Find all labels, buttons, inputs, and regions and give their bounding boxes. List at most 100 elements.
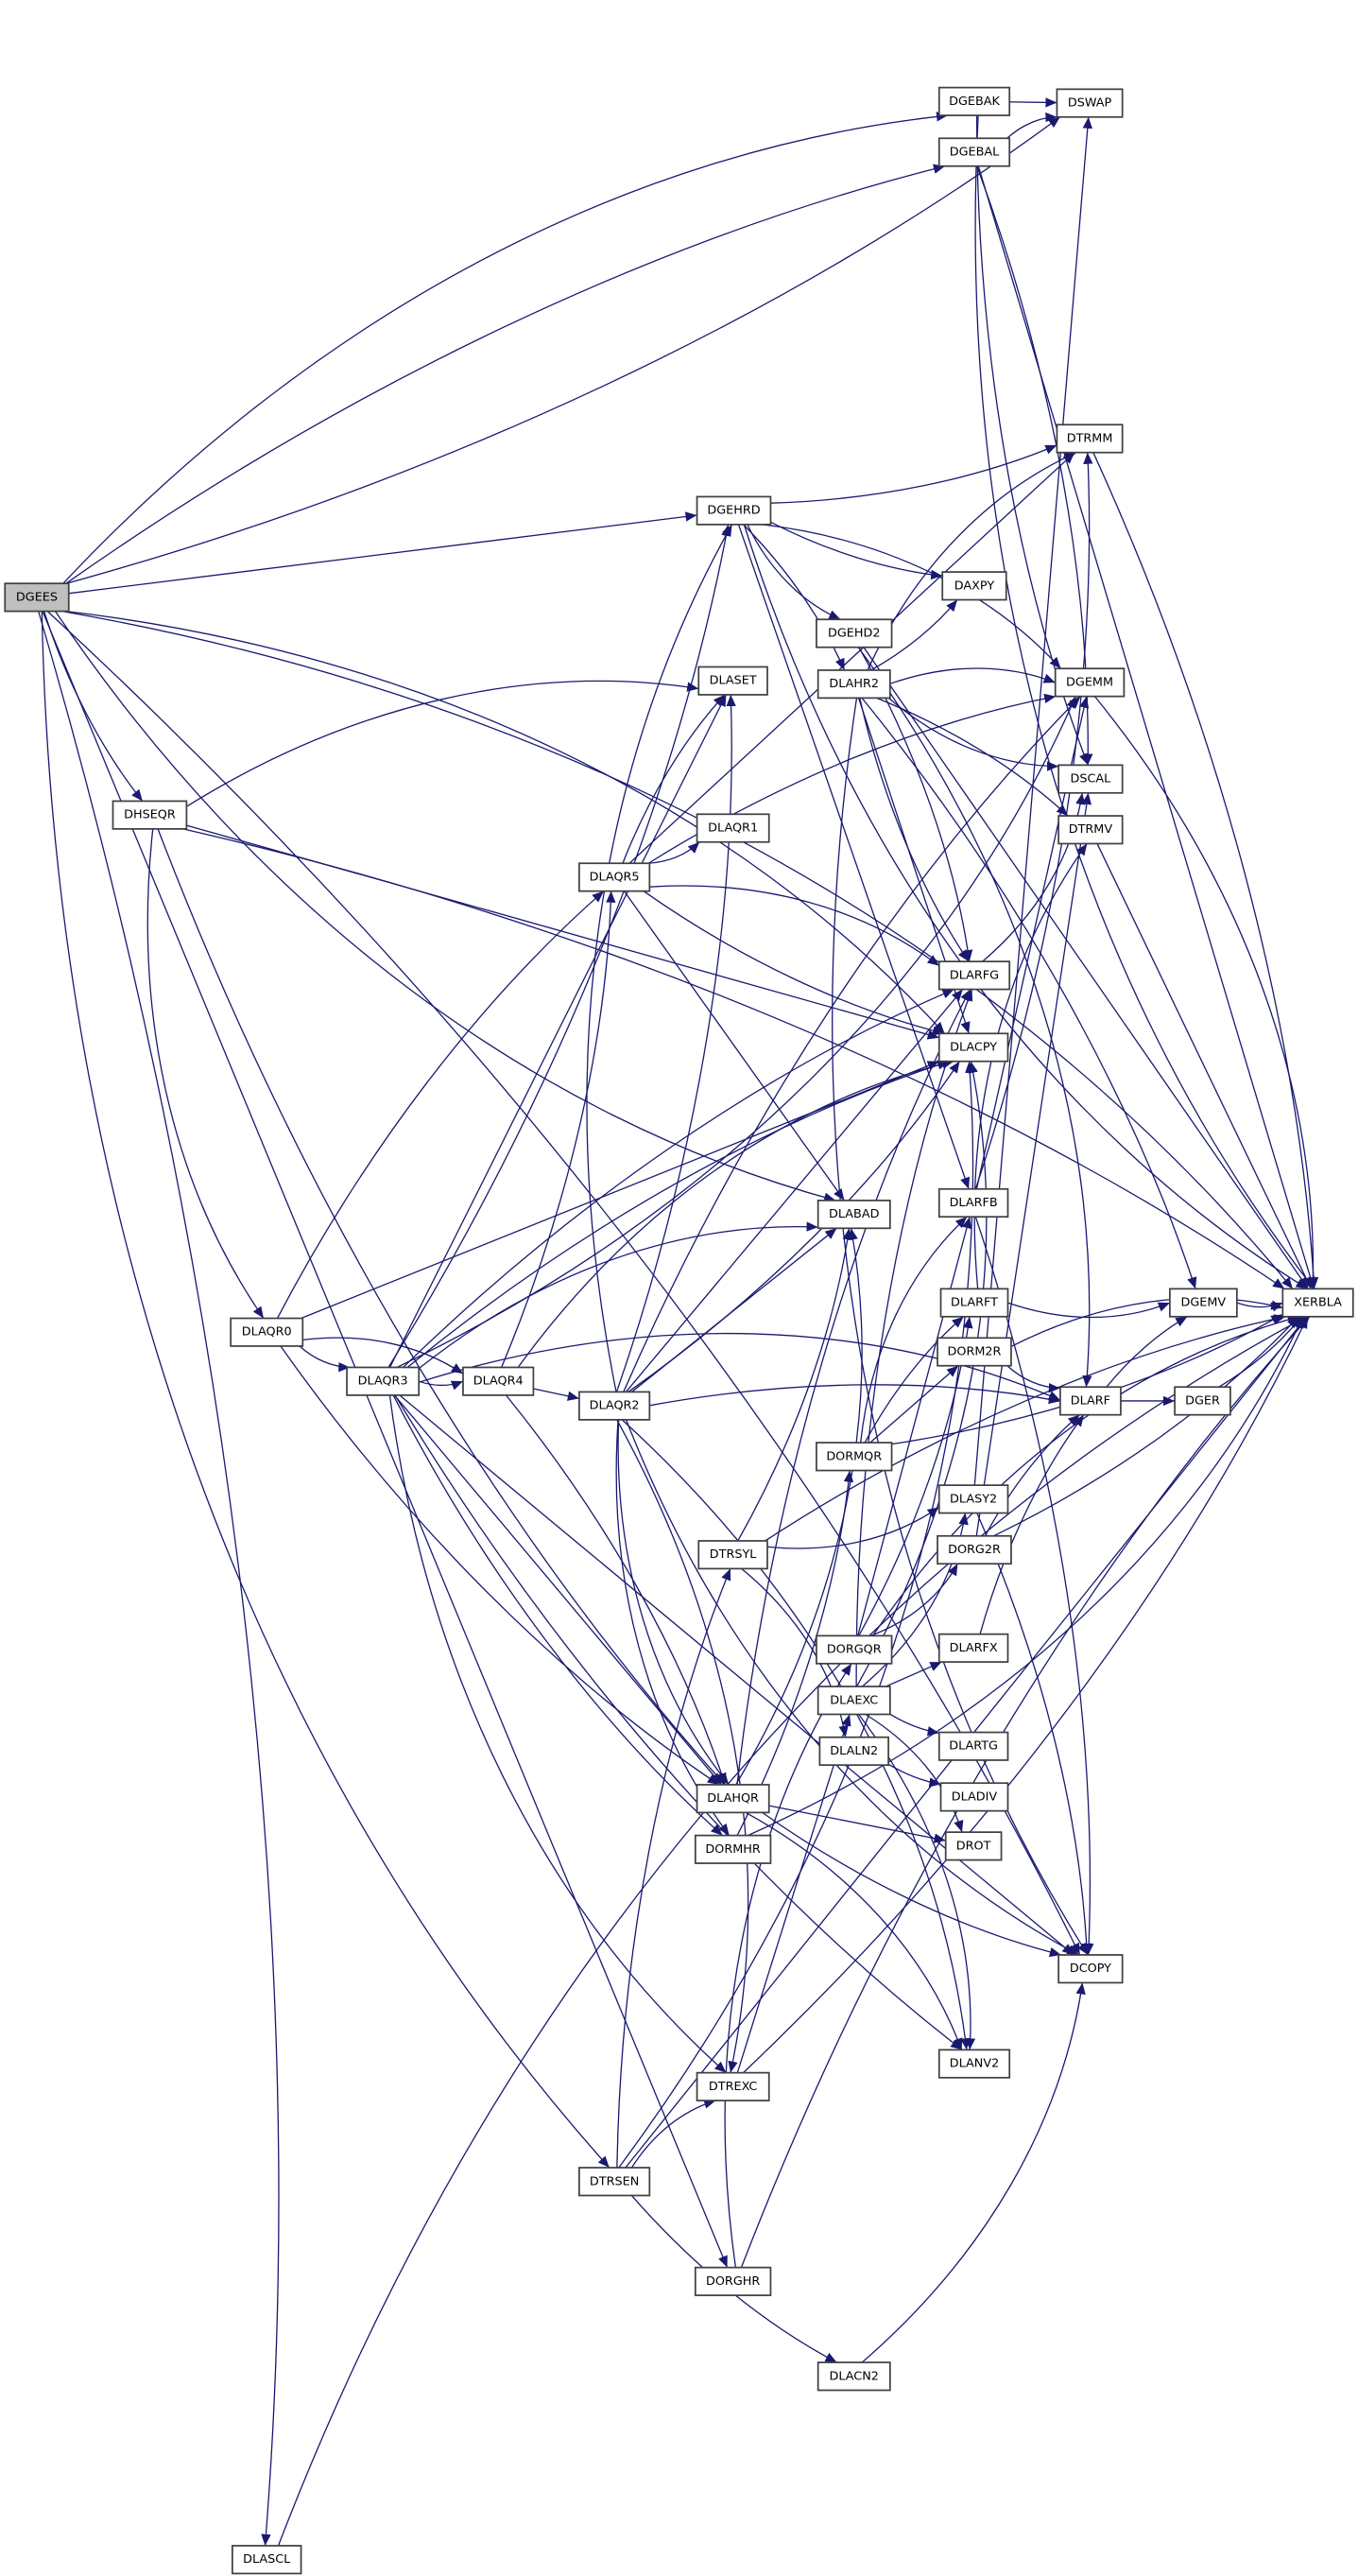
node-dlaqr4[interactable]: DLAQR4 [462, 1366, 535, 1396]
edge-dlaqr5-to-dtrmm [628, 452, 1075, 864]
node-dlaln2[interactable]: DLALN2 [818, 1736, 889, 1767]
edge-dlahr2-to-dlarfg [859, 698, 970, 962]
node-dlaexc[interactable]: DLAEXC [817, 1686, 891, 1716]
node-dlasy2[interactable]: DLASY2 [937, 1484, 1009, 1514]
node-label: DLASY2 [950, 1492, 997, 1506]
node-dgebak[interactable]: DGEBAK [937, 86, 1011, 116]
node-dgehd2[interactable]: DGEHD2 [816, 618, 893, 648]
node-label: DLARF [1071, 1393, 1110, 1408]
node-dlacpy[interactable]: DLACPY [937, 1032, 1009, 1063]
node-dswap[interactable]: DSWAP [1056, 88, 1124, 118]
edge-dorm2r-to-dlarf [1006, 1365, 1060, 1393]
node-dlaqr5[interactable]: DLAQR5 [578, 862, 651, 892]
node-dgemm[interactable]: DGEMM [1054, 667, 1126, 698]
node-daxpy[interactable]: DAXPY [941, 571, 1007, 601]
node-dormhr[interactable]: DORMHR [694, 1834, 772, 1864]
node-dlarft[interactable]: DLARFT [939, 1288, 1009, 1318]
node-dlaqr0[interactable]: DLAQR0 [230, 1317, 304, 1347]
node-drot[interactable]: DROT [944, 1831, 1003, 1861]
edge-dlaqr2-to-dlarfg [625, 989, 964, 1392]
edge-dgebal-to-dswap [1006, 112, 1057, 139]
edge-dlaexc-to-dlartg [889, 1713, 939, 1737]
node-label: DLAQR0 [242, 1325, 292, 1340]
edge-layer [38, 97, 1319, 2547]
node-dtrexc[interactable]: DTREXC [696, 2071, 770, 2101]
edge-dgemv-to-xerbla [1236, 1302, 1283, 1312]
node-dger[interactable]: DGER [1174, 1386, 1231, 1416]
node-dhseqr[interactable]: DHSEQR [112, 800, 188, 830]
node-box [696, 1784, 770, 1814]
node-dorg2r[interactable]: DORG2R [937, 1534, 1012, 1565]
edge-dlaexc-to-drot [865, 1713, 964, 1833]
node-dlahr2[interactable]: DLAHR2 [817, 669, 891, 700]
edge-dlaqr2-to-dcopy [625, 1419, 1079, 1956]
node-label: DLAQR5 [590, 870, 640, 884]
node-box [578, 2167, 651, 2197]
edge-dlaqr4-to-dlaqr2 [533, 1388, 580, 1401]
node-dtrmm[interactable]: DTRMM [1056, 424, 1124, 454]
node-dscal[interactable]: DSCAL [1057, 764, 1124, 794]
edge-dhseqr-to-dlahqr [157, 828, 726, 1786]
node-dtrsen[interactable]: DTRSEN [578, 2167, 651, 2197]
node-dorghr[interactable]: DORGHR [694, 2266, 772, 2296]
edge-dgees-to-dgehrd [68, 511, 697, 595]
edge-dgebal-to-xerbla [977, 165, 1315, 1289]
edge-dgees-to-dgebal [65, 164, 946, 584]
node-dlacn2[interactable]: DLACN2 [817, 2361, 891, 2392]
node-dtrsyl[interactable]: DTRSYL [697, 1540, 768, 1570]
node-dlascl[interactable]: DLASCL [232, 2545, 302, 2575]
edge-dlahr2-to-dscal [888, 697, 1059, 771]
node-dlabad[interactable]: DLABAD [817, 1200, 891, 1230]
node-box [1057, 815, 1124, 845]
node-dtrmv[interactable]: DTRMV [1057, 815, 1124, 845]
node-dgebal[interactable]: DGEBAL [937, 137, 1011, 167]
node-label: DROT [956, 1839, 991, 1853]
node-dgemv[interactable]: DGEMV [1169, 1288, 1238, 1318]
node-dlarfx[interactable]: DLARFX [937, 1633, 1009, 1663]
node-dlanv2[interactable]: DLANV2 [937, 2049, 1011, 2079]
edge-dlahqr-to-dlarfg [736, 989, 971, 1786]
node-dlarfb[interactable]: DLARFB [937, 1187, 1009, 1219]
node-dlahqr[interactable]: DLAHQR [696, 1784, 770, 1814]
edge-dlaqr3-to-dgehrd [387, 524, 731, 1368]
node-dorm2r[interactable]: DORM2R [937, 1337, 1012, 1367]
node-label: DLACN2 [830, 2369, 879, 2383]
edge-dormqr-to-dlarfb [860, 1216, 968, 1444]
node-dlarfg[interactable]: DLARFG [937, 960, 1011, 991]
node-dlaqr3[interactable]: DLAQR3 [346, 1366, 421, 1396]
node-label: DLALN2 [830, 1744, 878, 1758]
node-dlarf[interactable]: DLARF [1059, 1386, 1122, 1416]
node-label: DTRMM [1067, 431, 1113, 445]
node-dlaqr2[interactable]: DLAQR2 [578, 1391, 651, 1421]
edge-dtrsen-to-dtrexc [630, 2099, 716, 2169]
edge-dgees-to-dtrsen [41, 611, 610, 2169]
edge-dlaqr3-to-dlarfg [403, 988, 954, 1368]
edge-dlarfx-to-dlarf [979, 1414, 1085, 1634]
node-label: DORMHR [705, 1842, 760, 1857]
node-dlaset[interactable]: DLASET [697, 666, 768, 696]
edge-dlaqr3-to-dormhr [392, 1394, 723, 1837]
node-dlaqr1[interactable]: DLAQR1 [696, 813, 770, 843]
node-box [1056, 88, 1124, 118]
edge-dlarfb-to-dcopy [974, 1216, 1094, 1956]
node-dgehrd[interactable]: DGEHRD [696, 495, 772, 526]
edge-dlaqr5-to-dlaqr1 [647, 841, 700, 864]
edge-dhseqr-to-xerbla [182, 828, 1285, 1289]
edge-dlaqr3-to-dlanv2 [394, 1394, 963, 2050]
node-dorgqr[interactable]: DORGQR [816, 1634, 893, 1665]
node-label: DGEMV [1181, 1296, 1227, 1310]
node-label: DLANV2 [950, 2057, 1000, 2071]
node-dladiv[interactable]: DLADIV [939, 1782, 1009, 1812]
node-dlartg[interactable]: DLARTG [937, 1731, 1009, 1761]
node-dormqr[interactable]: DORMQR [816, 1442, 893, 1472]
node-box [1056, 424, 1124, 454]
edge-dorgqr-to-dlarfb [857, 1217, 972, 1636]
edge-dorgqr-to-dorg2r [870, 1563, 958, 1636]
node-box [696, 813, 770, 843]
node-dgees[interactable]: DGEES [4, 582, 70, 613]
edge-dgehrd-to-daxpy [770, 521, 943, 580]
node-dcopy[interactable]: DCOPY [1057, 1954, 1124, 1984]
node-box [578, 1391, 651, 1421]
node-xerbla[interactable]: XERBLA [1281, 1288, 1354, 1318]
edge-dlaexc-to-dlacpy [855, 1061, 988, 1687]
